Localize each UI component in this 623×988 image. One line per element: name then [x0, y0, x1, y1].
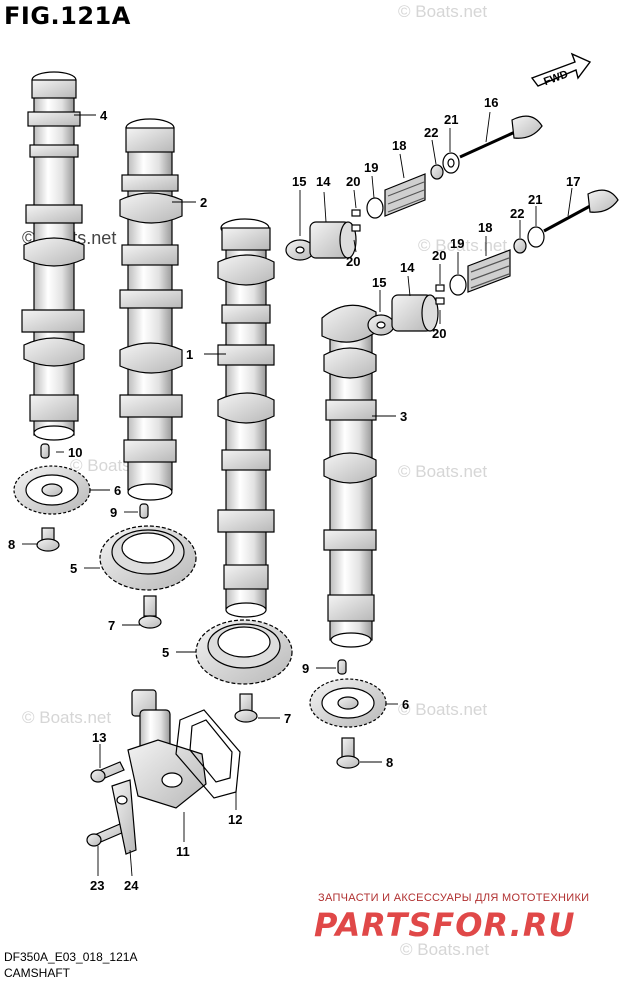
callout-20: 20	[346, 174, 360, 189]
callout-11: 11	[176, 844, 190, 859]
camshaft-1	[217, 218, 275, 618]
callout-14: 14	[316, 174, 331, 189]
callout-labels: 4 2 1 3 10 6 8 9 5 7 5 9 6 7 8 15 14 20 …	[8, 95, 580, 893]
callout-8: 8	[8, 537, 15, 552]
callout-19: 19	[450, 236, 464, 251]
callout-13: 13	[92, 730, 106, 745]
watermark: © Boats.net	[22, 708, 112, 727]
advert-caption: ЗАПЧАСТИ И АКСЕССУАРЫ ДЛЯ МОТОТЕХНИКИ	[318, 892, 590, 904]
callout-17: 17	[566, 174, 580, 189]
oil-control-valve	[127, 689, 207, 809]
valve-train-lower	[367, 189, 619, 336]
camshaft-2	[119, 118, 183, 501]
callout-9: 9	[110, 505, 117, 520]
callout-22: 22	[510, 206, 524, 221]
callout-21: 21	[528, 192, 542, 207]
sprocket-5-upper	[99, 525, 197, 591]
callout-1: 1	[186, 347, 193, 362]
figure-name: CAMSHAFT	[4, 966, 70, 980]
callout-7: 7	[284, 711, 291, 726]
callout-20: 20	[432, 248, 446, 263]
watermark: © Boats.net	[398, 700, 488, 719]
callout-6: 6	[114, 483, 121, 498]
callout-5: 5	[162, 645, 169, 660]
callout-24: 24	[124, 878, 139, 893]
dowel-pins	[40, 443, 347, 675]
callout-16: 16	[484, 95, 498, 110]
callout-7: 7	[108, 618, 115, 633]
bolts	[36, 527, 360, 847]
callout-15: 15	[292, 174, 306, 189]
callout-6: 6	[402, 697, 409, 712]
sprocket-6-right	[309, 678, 387, 728]
bracket-24	[111, 779, 137, 855]
callout-20: 20	[432, 326, 446, 341]
watermark: © Boats.net	[400, 940, 490, 959]
callout-18: 18	[392, 138, 406, 153]
callout-3: 3	[400, 409, 407, 424]
advert-logo: PARTSFOR.RU	[314, 906, 576, 944]
callout-21: 21	[444, 112, 458, 127]
callout-8: 8	[386, 755, 393, 770]
callout-22: 22	[424, 125, 438, 140]
callout-4: 4	[100, 108, 108, 123]
camshaft-4	[21, 71, 85, 441]
callout-12: 12	[228, 812, 242, 827]
fwd-label: FWD	[542, 68, 570, 88]
sprocket-5-lower	[195, 619, 293, 685]
callout-19: 19	[364, 160, 378, 175]
callout-20: 20	[346, 254, 360, 269]
callout-23: 23	[90, 878, 104, 893]
callout-2: 2	[200, 195, 207, 210]
figure-title: FIG.121A	[4, 2, 131, 30]
valve-train-upper	[285, 115, 543, 261]
figure-code: DF350A_E03_018_121A	[4, 950, 138, 964]
callout-9: 9	[302, 661, 309, 676]
leader-lines	[22, 111, 573, 877]
watermark: © Boats.net	[418, 236, 508, 255]
fwd-arrow-icon: FWD	[530, 52, 592, 88]
watermark: © Boats.net	[398, 2, 488, 21]
camshaft-3	[321, 304, 377, 648]
callout-10: 10	[68, 445, 82, 460]
callout-14: 14	[400, 260, 415, 275]
sprocket-6-left	[13, 465, 91, 515]
watermark: © Boats.net	[398, 462, 488, 481]
callout-18: 18	[478, 220, 492, 235]
callout-5: 5	[70, 561, 77, 576]
callout-15: 15	[372, 275, 386, 290]
